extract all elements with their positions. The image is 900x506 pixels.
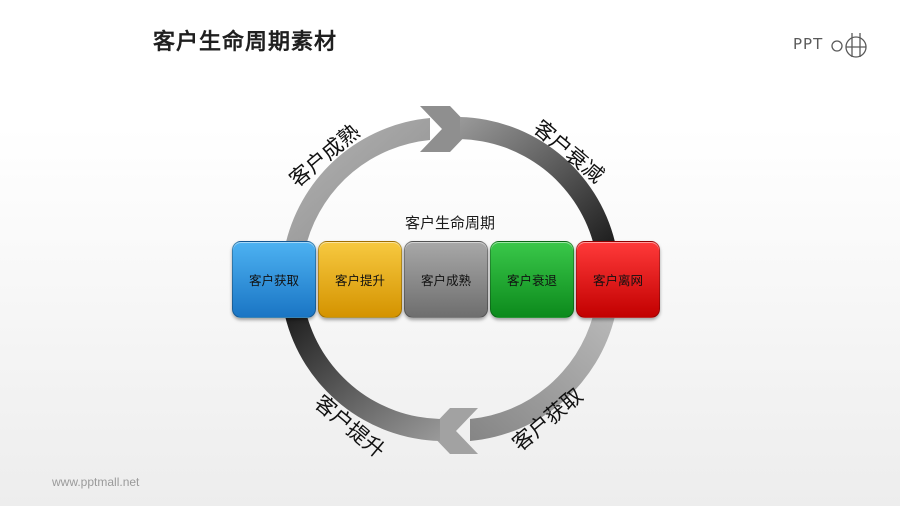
arc-top-right [460, 117, 615, 242]
stage-label: 客户成熟 [420, 273, 471, 288]
center-label: 客户生命周期 [404, 214, 495, 232]
arc-bottom-left [285, 316, 440, 441]
stage-label: 客户提升 [334, 273, 385, 288]
stage-box-mature: 客户成熟 [404, 241, 488, 318]
arc-top-left [286, 118, 430, 242]
stage-box-churn: 客户离网 [576, 241, 660, 318]
footer-url: www.pptmall.net [52, 475, 140, 489]
page-title: 客户生命周期素材 [153, 30, 338, 55]
arrow-head-top-icon [420, 106, 472, 152]
stage-box-acquire: 客户获取 [232, 241, 316, 318]
stage-box-decline: 客户衰退 [490, 241, 574, 318]
stage-box-grow: 客户提升 [318, 241, 402, 318]
stage-label: 客户离网 [592, 273, 643, 288]
arrow-head-bottom-icon [428, 408, 478, 454]
logo-text: PPT [793, 35, 824, 53]
logo-mark-icon [831, 33, 867, 58]
arc-bottom-right [470, 316, 615, 441]
stage-label: 客户获取 [248, 273, 299, 288]
stage-label: 客户衰退 [506, 273, 557, 288]
logo: PPT [793, 30, 873, 64]
